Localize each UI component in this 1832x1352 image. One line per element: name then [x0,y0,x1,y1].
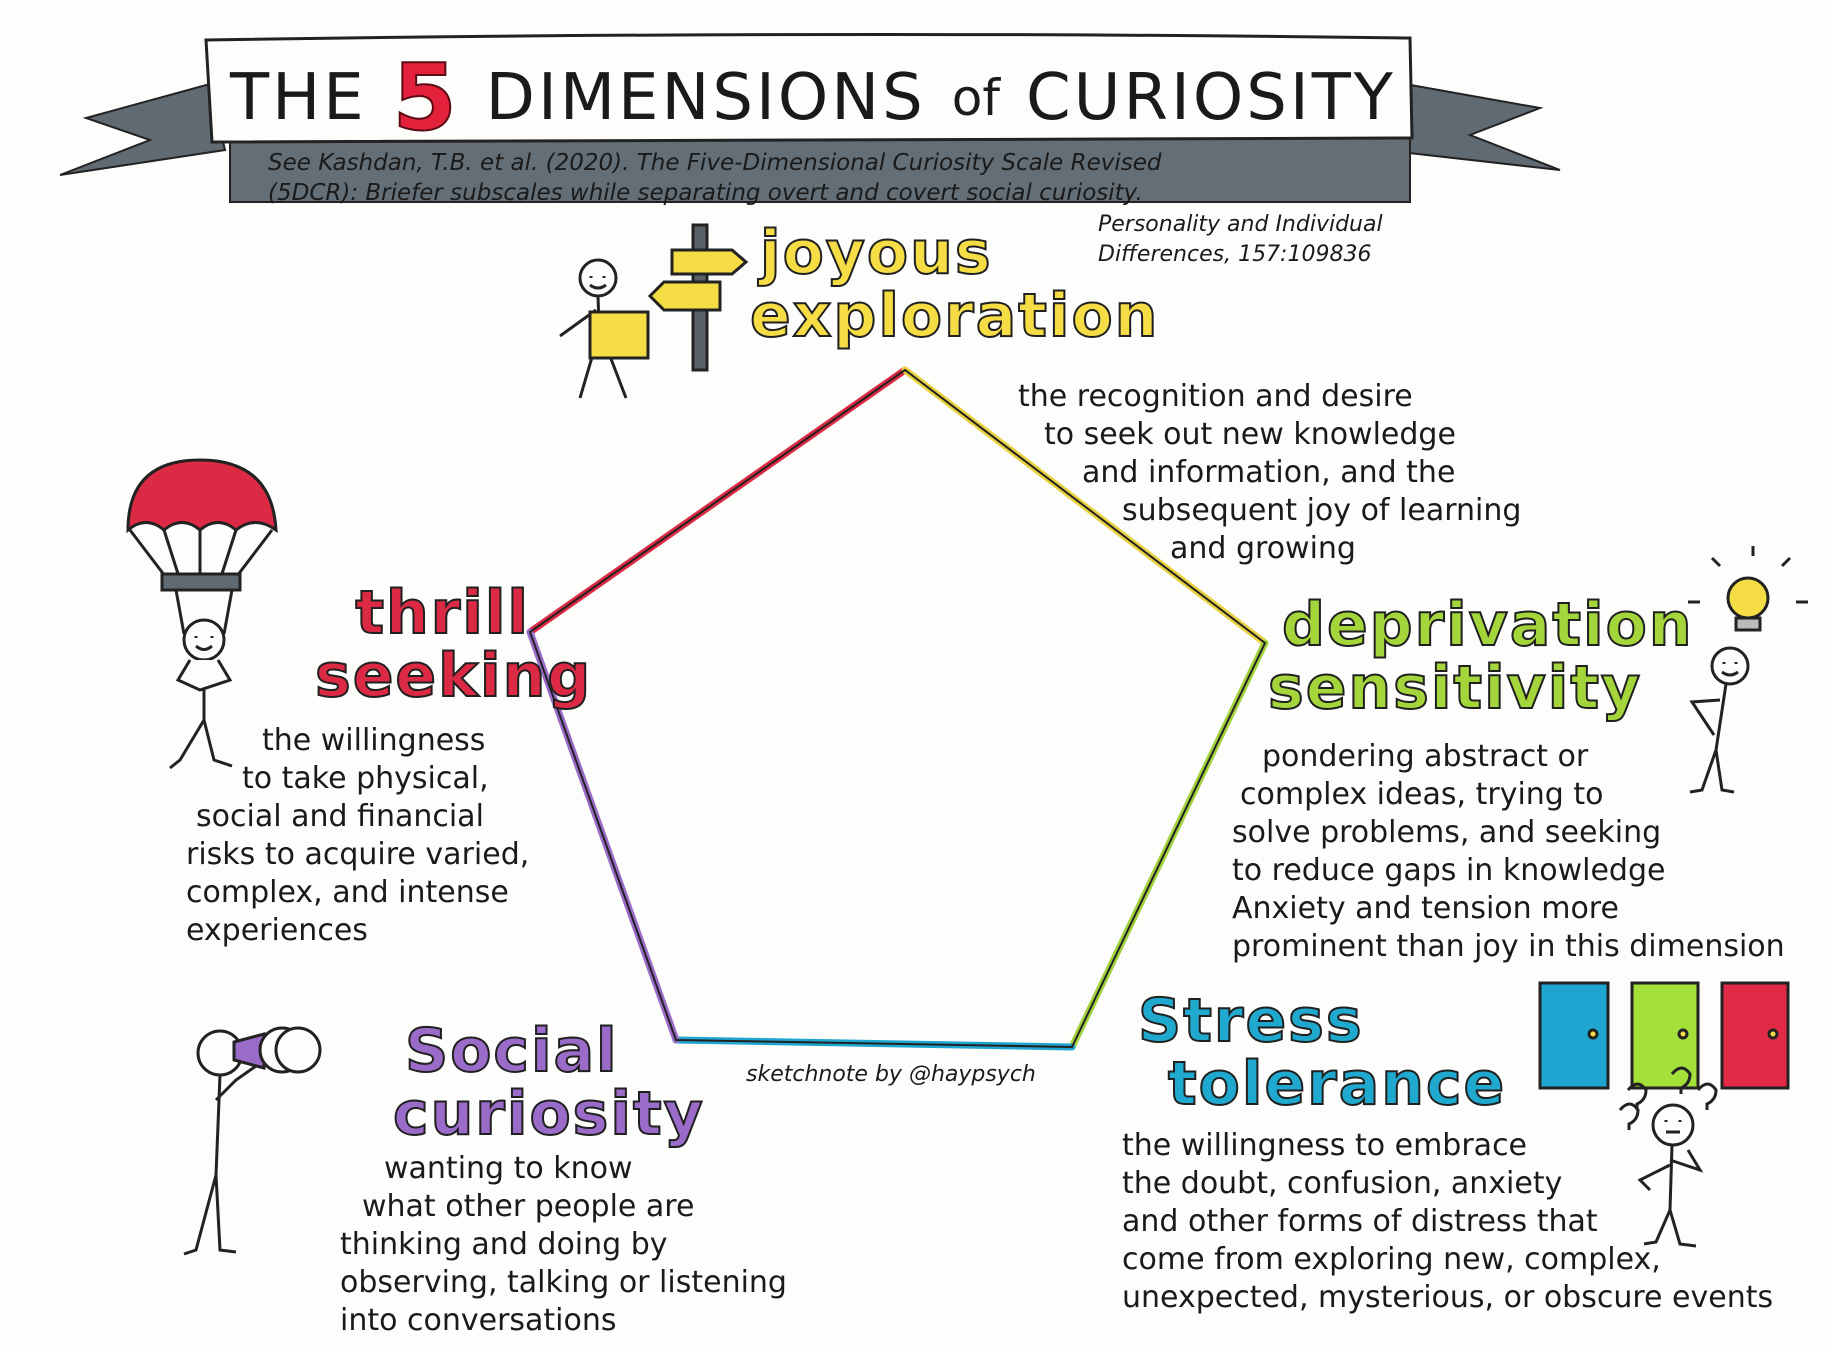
title-suffix: CURIOSITY [1025,61,1396,135]
desc-line: risks to acquire varied, [186,837,530,872]
desc-line: what other people are [362,1189,695,1224]
title-prefix: THE [230,61,367,135]
lightbulb-icon [1688,546,1808,794]
desc-line: complex ideas, trying to [1240,777,1604,812]
page-title: THE 5 DIMENSIONS of CURIOSITY [230,44,1396,151]
heading-deprivation-line-2: sensitivity [1267,653,1643,723]
desc-line: to seek out new knowledge [1044,417,1456,452]
heading-deprivation-sensitivity: deprivation sensitivity [1267,590,1694,721]
desc-line: come from exploring new, complex, [1122,1242,1661,1277]
desc-line: prominent than joy in this dimension [1232,929,1785,964]
citation-line-1: See Kashdan, T.B. et al. (2020). The Fiv… [268,150,1162,176]
citation-journal: Personality and Individual Differences, … [1098,210,1383,270]
desc-deprivation-sensitivity: pondering abstract or complex ideas, try… [1232,738,1785,966]
heading-thrill-line-1: thrill [354,578,530,648]
desc-line: into conversations [340,1303,617,1338]
title-number: 5 [392,44,460,151]
title-middle: DIMENSIONS [485,61,926,135]
doors-icon [1538,981,1790,1090]
heading-thrill-seeking: thrill seeking [314,578,593,711]
desc-line: the doubt, confusion, anxiety [1122,1166,1563,1201]
binoculars-icon [183,1026,322,1256]
banner-tail-left [59,82,227,176]
desc-line: thinking and doing by [340,1227,668,1262]
banner [59,32,1561,203]
heading-stress-line-1: Stress [1137,986,1364,1056]
banner-tail-right [1398,82,1561,171]
banner-ribbon-bottom [229,137,1411,203]
heading-joyous-line-1: joyous [759,218,993,288]
heading-social-line-1: Social [404,1016,619,1086]
desc-line: pondering abstract or [1262,739,1589,774]
desc-line: the recognition and desire [1018,379,1413,414]
desc-social-curiosity: wanting to know what other people are th… [340,1150,787,1340]
desc-joyous-exploration: the recognition and desire to seek out n… [1018,378,1521,568]
sketchnote-credit: sketchnote by @haypsych [746,1062,1036,1087]
desc-stress-tolerance: the willingness to embrace the doubt, co… [1122,1127,1773,1317]
desc-line: social and financial [196,799,484,834]
heading-stress-tolerance: Stress tolerance [1137,986,1507,1119]
desc-line: subsequent joy of learning [1122,493,1522,528]
desc-thrill-seeking: the willingness to take physical, social… [186,722,529,950]
citation-journal-line-1: Personality and Individual [1098,212,1383,237]
heading-thrill-line-2: seeking [314,641,593,711]
heading-social-line-2: curiosity [392,1079,705,1149]
parachute-icon [126,458,278,770]
heading-stress-line-2: tolerance [1167,1049,1507,1119]
signpost-icon [559,223,749,399]
desc-line: solve problems, and seeking [1232,815,1662,850]
heading-joyous-exploration: joyous exploration [749,218,1159,349]
pentagon [526,366,1269,1051]
desc-line: observing, talking or listening [340,1265,787,1300]
desc-line: and growing [1170,531,1356,566]
heading-social-curiosity: Social curiosity [392,1016,705,1147]
desc-line: Anxiety and tension more [1232,891,1619,926]
desc-line: to take physical, [242,761,489,796]
desc-line: complex, and intense [186,875,509,910]
question-marks-icon [1618,1066,1718,1248]
banner-scroll [204,32,1414,144]
citation-line-2: (5DCR): Briefer subscales while separati… [268,180,1143,206]
title-connector: of [951,69,1000,127]
desc-line: the willingness [262,723,486,758]
citation-journal-line-2: Differences, 157:109836 [1098,242,1372,267]
heading-deprivation-line-1: deprivation [1281,590,1694,660]
desc-line: unexpected, mysterious, or obscure event… [1122,1280,1774,1315]
desc-line: to reduce gaps in knowledge [1232,853,1666,888]
heading-joyous-line-2: exploration [749,281,1160,351]
desc-line: and other forms of distress that [1122,1204,1598,1239]
desc-line: the willingness to embrace [1122,1128,1528,1163]
pentagon-outline [528,368,1267,1049]
desc-line: wanting to know [384,1151,633,1186]
desc-line: experiences [186,913,368,948]
desc-line: and information, and the [1082,455,1456,490]
